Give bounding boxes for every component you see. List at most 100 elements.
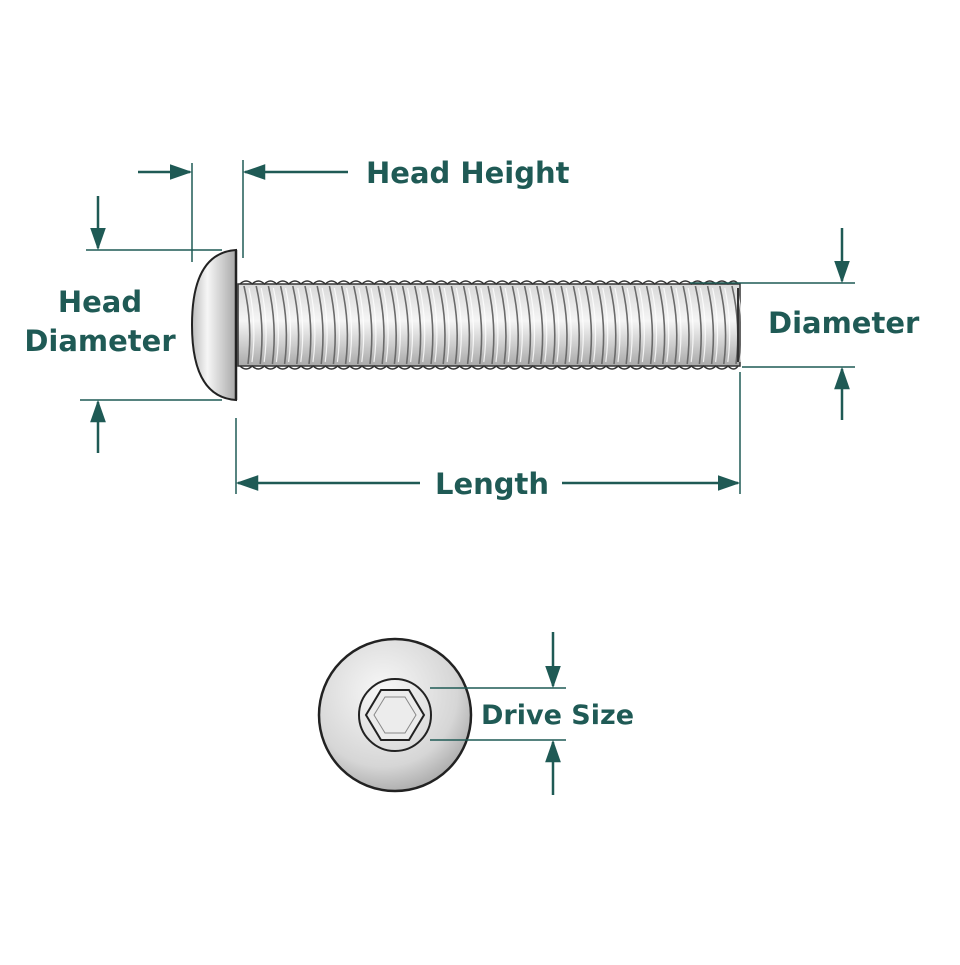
thread-highlight (346, 287, 353, 363)
thread-highlight (455, 287, 462, 363)
thread-ridge (523, 285, 532, 365)
thread-ridge (645, 285, 654, 365)
thread-highlight (419, 287, 426, 363)
thread-ridge (670, 285, 678, 365)
thread-ridge (279, 285, 288, 365)
thread-highlight (309, 287, 316, 363)
thread-highlight (394, 287, 401, 363)
label-drive-size: Drive Size (481, 700, 634, 731)
screw-threads (239, 280, 743, 370)
thread-ridge (377, 285, 385, 365)
thread-ridge (304, 285, 312, 365)
thread-ridge (658, 285, 666, 365)
label-diameter: Diameter (768, 306, 920, 340)
dimension-drive-size: Drive Size (430, 632, 634, 795)
thread-ridge (560, 285, 568, 365)
thread-highlight (260, 287, 267, 363)
thread-highlight (565, 287, 572, 363)
thread-ridge (597, 285, 605, 365)
hex-socket (364, 689, 426, 741)
label-length: Length (435, 467, 549, 501)
thread-highlight (431, 287, 438, 363)
thread-ridge (414, 285, 422, 365)
thread-highlight (285, 287, 292, 363)
dimension-diameter: Diameter (690, 228, 920, 420)
thread-highlight (480, 287, 487, 363)
thread-highlight (651, 287, 658, 363)
thread-ridge (353, 285, 361, 365)
thread-ridge (438, 285, 446, 365)
thread-ridge (572, 285, 580, 365)
thread-highlight (333, 287, 340, 363)
thread-highlight (248, 287, 255, 363)
thread-highlight (468, 287, 475, 363)
thread-highlight (724, 287, 731, 363)
thread-ridge (499, 285, 507, 365)
hex-socket-rim (358, 678, 432, 752)
thread-highlight (297, 287, 304, 363)
dimension-length: Length (235, 372, 741, 501)
thread-ridge (267, 285, 275, 365)
thread-ridge (401, 285, 410, 365)
screw-side-view (190, 248, 743, 402)
thread-ridge (548, 285, 556, 365)
thread-ridge (609, 285, 617, 365)
thread-highlight (321, 287, 328, 363)
thread-ridge (316, 285, 324, 365)
thread-ridge (633, 285, 641, 365)
thread-ridge (328, 285, 336, 365)
thread-highlight (663, 287, 670, 363)
thread-ridge (243, 285, 251, 365)
dimension-head-diameter: Head Diameter (24, 196, 222, 453)
thread-highlight (382, 287, 389, 363)
screw-top-view (317, 637, 473, 793)
thread-highlight (504, 287, 511, 363)
thread-ridge (365, 285, 373, 365)
thread-highlight (516, 287, 523, 363)
thread-highlight (638, 287, 645, 363)
thread-ridge (255, 285, 263, 365)
thread-highlight (590, 287, 597, 363)
thread-ridge (487, 285, 495, 365)
dimension-head-height: Head Height (138, 156, 570, 262)
thread-highlight (272, 287, 279, 363)
thread-highlight (443, 287, 450, 363)
thread-ridge (621, 285, 629, 365)
thread-highlight (492, 287, 499, 363)
thread-highlight (553, 287, 560, 363)
thread-ridge (340, 285, 349, 365)
thread-ridge (511, 285, 519, 365)
thread-highlight (370, 287, 377, 363)
thread-highlight (614, 287, 621, 363)
thread-highlight (541, 287, 548, 363)
thread-ridge (682, 285, 690, 365)
thread-highlight (358, 287, 365, 363)
thread-highlight (529, 287, 536, 363)
thread-highlight (626, 287, 633, 363)
thread-highlight (699, 287, 706, 363)
label-head-diameter-line2: Diameter (24, 324, 176, 358)
thread-ridge (475, 285, 483, 365)
label-head-diameter-line1: Head (58, 285, 142, 319)
label-head-height: Head Height (366, 156, 570, 190)
thread-ridge (389, 285, 397, 365)
hex-socket-inner (373, 696, 417, 734)
thread-ridge (719, 285, 727, 365)
thread-ridge (450, 285, 458, 365)
screw-head (190, 248, 237, 402)
thread-highlight (687, 287, 694, 363)
thread-highlight (675, 287, 682, 363)
thread-ridge (462, 285, 471, 365)
thread-highlight (577, 287, 584, 363)
thread-highlight (712, 287, 719, 363)
thread-crest (239, 364, 739, 370)
thread-ridge (426, 285, 434, 365)
thread-ridge (706, 285, 715, 365)
thread-ridge (536, 285, 544, 365)
thread-ridge (584, 285, 593, 365)
thread-ridge (292, 285, 300, 365)
thread-highlight (602, 287, 609, 363)
thread-ridge (694, 285, 702, 365)
